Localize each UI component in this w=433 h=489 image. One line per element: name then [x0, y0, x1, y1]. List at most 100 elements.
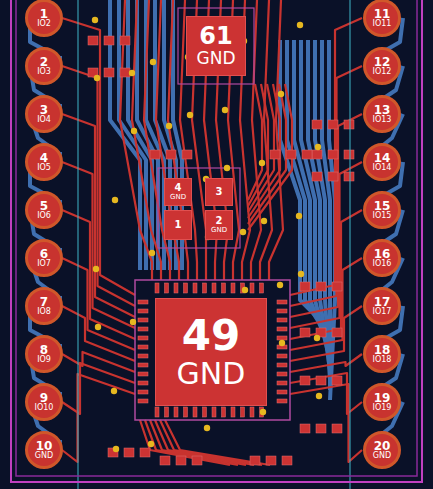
via — [314, 335, 320, 341]
via — [260, 409, 266, 415]
via — [112, 197, 118, 203]
header-pin: 15IO15 — [363, 191, 401, 229]
header-pin: 6IO7 — [25, 239, 63, 277]
via — [204, 425, 210, 431]
net-name: IO19 — [373, 404, 392, 412]
via — [95, 324, 101, 330]
smd-pad — [302, 150, 312, 159]
net-name: IO9 — [37, 356, 51, 364]
pad-number: 14 — [374, 152, 391, 165]
trace — [62, 306, 135, 361]
header-pin: 5IO6 — [25, 191, 63, 229]
pad-number: 19 — [374, 392, 391, 405]
smd-pad — [282, 456, 292, 465]
pad-number: 49 — [182, 314, 240, 358]
via — [316, 393, 322, 399]
pad-number: 13 — [374, 104, 391, 117]
smd-pad — [344, 150, 354, 159]
smd-pads — [88, 36, 354, 465]
header-pin: 3IO4 — [25, 95, 63, 133]
smd-pad — [138, 372, 148, 376]
pad-number: 3 — [40, 104, 48, 117]
smd-pad — [231, 407, 235, 417]
header-pin: 16IO16 — [363, 239, 401, 277]
via — [150, 59, 156, 65]
smd-pad — [270, 150, 280, 159]
trace — [62, 66, 135, 306]
smd-pad — [332, 376, 342, 385]
header-pin: 2IO3 — [25, 47, 63, 85]
smd-pad — [138, 309, 148, 313]
top-traces — [62, 0, 362, 465]
pad-number: 3 — [216, 187, 223, 198]
smd-pad — [250, 407, 254, 417]
net-name: GND — [35, 452, 53, 460]
smd-pad — [277, 300, 287, 304]
header-pin: 11IO11 — [363, 0, 401, 37]
copper-pad: 1 — [164, 210, 192, 240]
trace — [62, 363, 135, 414]
smd-pad — [165, 407, 169, 417]
net-name: GND — [211, 227, 227, 234]
smd-pad — [155, 407, 159, 417]
header-pin: 12IO12 — [363, 47, 401, 85]
smd-pad — [212, 407, 216, 417]
header-pin: 9IO10 — [25, 383, 63, 421]
copper-pad: 61GND — [186, 16, 246, 76]
smd-pad — [316, 282, 326, 291]
pad-number: 4 — [175, 183, 182, 194]
smd-pad — [344, 172, 354, 181]
header-pin: 13IO13 — [363, 95, 401, 133]
smd-pad — [88, 36, 98, 45]
via — [242, 287, 248, 293]
smd-pad — [312, 150, 322, 159]
smd-pad — [316, 424, 326, 433]
pad-number: 18 — [374, 344, 391, 357]
via — [94, 75, 100, 81]
smd-pad — [174, 407, 178, 417]
smd-pad — [312, 120, 322, 129]
pad-number: 4 — [40, 152, 48, 165]
smd-pad — [138, 354, 148, 358]
via — [148, 441, 154, 447]
smd-pad — [344, 120, 354, 129]
via — [224, 165, 230, 171]
trace — [290, 66, 362, 306]
smd-pad — [184, 283, 188, 293]
pad-number: 2 — [216, 216, 223, 227]
smd-pad — [277, 327, 287, 331]
smd-pad — [138, 318, 148, 322]
via — [222, 107, 228, 113]
smd-pad — [300, 376, 310, 385]
pad-number: 16 — [374, 248, 391, 261]
smd-pad — [277, 363, 287, 367]
smd-pad — [182, 150, 192, 159]
smd-pad — [231, 283, 235, 293]
via — [187, 112, 193, 118]
trace — [62, 210, 135, 339]
smd-pad — [138, 363, 148, 367]
header-pin: 4IO5 — [25, 143, 63, 181]
net-name: IO8 — [37, 308, 51, 316]
trace — [62, 374, 135, 462]
smd-pad — [174, 283, 178, 293]
smd-pad — [316, 376, 326, 385]
smd-pad — [300, 328, 310, 337]
smd-pad — [165, 283, 169, 293]
pad-number: 7 — [40, 296, 48, 309]
copper-pad: 2GND — [205, 210, 233, 240]
trace — [248, 84, 292, 230]
smd-pad — [184, 407, 188, 417]
smd-pad — [140, 448, 150, 457]
pad-number: 61 — [199, 24, 232, 49]
smd-pad — [241, 407, 245, 417]
via — [149, 250, 155, 256]
pad-number: 10 — [36, 440, 53, 453]
header-pin: 14IO14 — [363, 143, 401, 181]
trace — [290, 384, 362, 462]
copper-pad: 3 — [205, 178, 233, 206]
net-name: IO4 — [37, 116, 51, 124]
smd-pad — [277, 318, 287, 322]
net-name: IO6 — [37, 212, 51, 220]
